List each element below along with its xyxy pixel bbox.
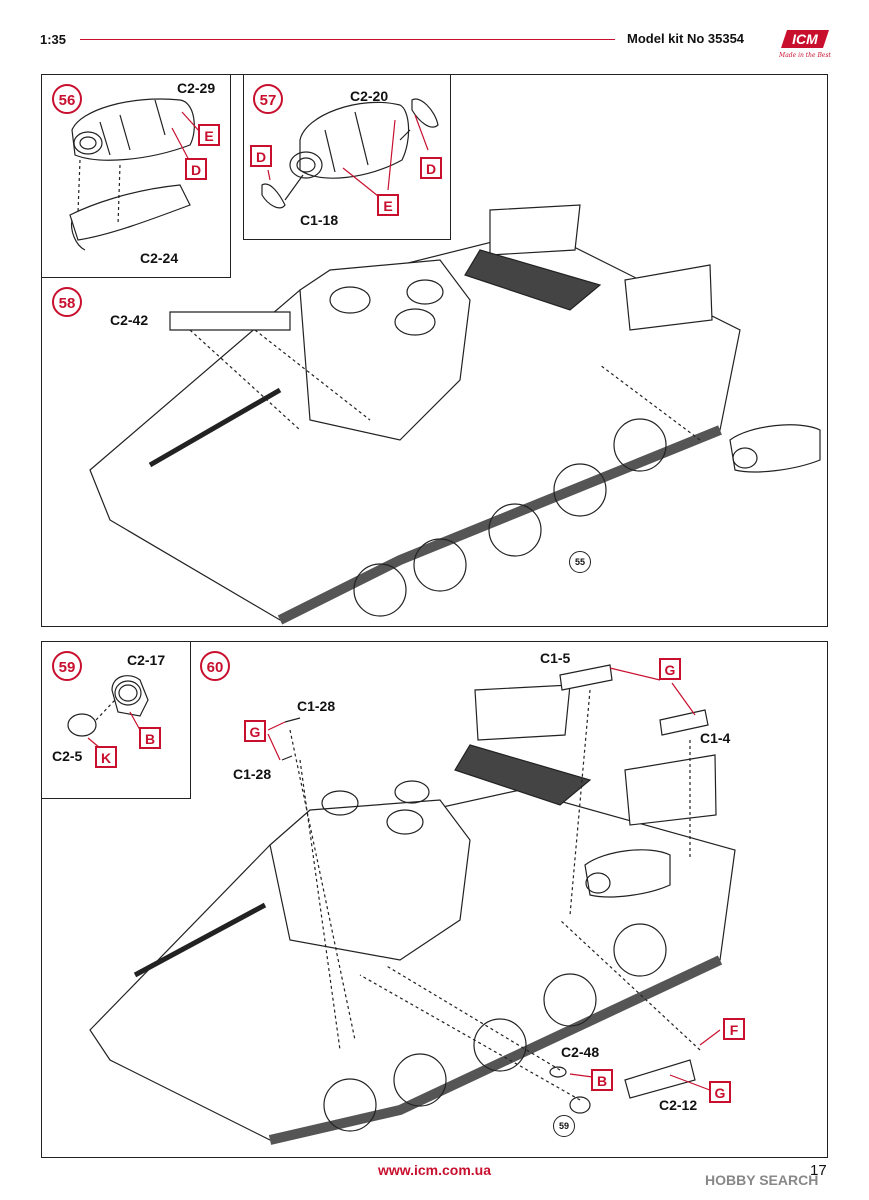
website-url[interactable]: www.icm.com.ua (377, 1162, 492, 1178)
marker-f-60: F (723, 1018, 745, 1040)
page-header: 1:35 Model kit No 35354 ICM Made in the … (40, 26, 832, 59)
marker-d-57-right: D (420, 157, 442, 179)
headlight-59 (67, 675, 149, 737)
marker-d-57-left: D (250, 145, 272, 167)
part-c2-42: C2-42 (110, 312, 149, 328)
kit-number: Model kit No 35354 (627, 31, 745, 46)
part-c1-18: C1-18 (300, 212, 339, 228)
part-c2-12: C2-12 (659, 1097, 698, 1113)
step-60-number: 60 (200, 651, 230, 681)
step-57-number: 57 (253, 84, 283, 114)
marker-b-59: B (139, 727, 161, 749)
part-c1-28-lower: C1-28 (233, 766, 272, 782)
marker-g-60-bottom: G (709, 1081, 731, 1103)
part-c2-24: C2-24 (140, 250, 179, 266)
part-c2-20: C2-20 (350, 88, 389, 104)
marker-e-57: E (377, 194, 399, 216)
part-c2-5: C2-5 (52, 748, 83, 764)
hull-drawing-60 (89, 664, 736, 1145)
marker-g-60-top: G (659, 658, 681, 680)
tarp-roll-57 (261, 98, 439, 209)
part-c1-4: C1-4 (700, 730, 731, 746)
ref-step-59: 59 (553, 1115, 575, 1137)
scale-label: 1:35 (40, 32, 67, 47)
marker-g-60-left: G (244, 720, 266, 742)
ref-step-55: 55 (569, 551, 591, 573)
part-c2-29: C2-29 (177, 80, 216, 96)
marker-e-56: E (198, 124, 220, 146)
svg-text:ICM: ICM (792, 31, 818, 47)
svg-text:Made in the Best: Made in the Best (778, 52, 831, 59)
marker-k-59: K (95, 746, 117, 768)
hull-drawing-58 (89, 204, 821, 625)
part-c1-5: C1-5 (540, 650, 571, 666)
part-c1-28-upper: C1-28 (297, 698, 336, 714)
step-59-number: 59 (52, 651, 82, 681)
page-number: 17 (810, 1162, 827, 1179)
header-rule (80, 39, 615, 40)
icm-logo: ICM Made in the Best (778, 30, 832, 59)
part-c2-48: C2-48 (561, 1044, 600, 1060)
step-56-number: 56 (52, 84, 82, 114)
marker-b-60: B (591, 1069, 613, 1091)
part-c2-17: C2-17 (127, 652, 166, 668)
marker-d-56: D (185, 158, 207, 180)
watermark: HOBBY SEARCH (705, 1172, 819, 1188)
tarp-roll-56 (69, 98, 195, 251)
step-58-number: 58 (52, 287, 82, 317)
